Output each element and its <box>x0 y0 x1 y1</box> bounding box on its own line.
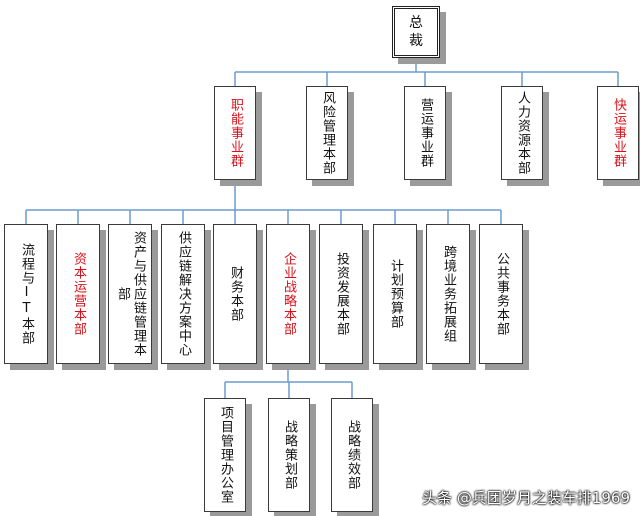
ceo-box: 总 裁 <box>392 6 440 58</box>
org-node-label: 供应链解决方案中心 <box>176 231 191 357</box>
org-node-l2-1: 资本运营本部 <box>56 224 100 364</box>
org-node-label: 战略绩效部 <box>345 420 360 490</box>
org-node-label: 资本运营本部 <box>71 252 86 336</box>
org-node-l1-2: 营运事业群 <box>404 86 446 180</box>
org-node-l2-5: 企业战略本部 <box>266 224 310 364</box>
org-node-label: 营运事业群 <box>418 98 433 168</box>
org-node-label: 跨境业务拓展组 <box>441 245 456 343</box>
org-node-label: 公共事务本部 <box>494 252 509 336</box>
org-node-label: 计划预算部 <box>388 259 403 329</box>
watermark-text: 头条 @兵团岁月之装车排1969 <box>422 489 630 507</box>
org-node-l2-8: 跨境业务拓展组 <box>426 224 470 364</box>
org-node-label: 财务本部 <box>228 266 243 322</box>
org-node-label: 项目管理办公室 <box>218 406 233 504</box>
org-node-l2-4: 财务本部 <box>213 224 257 364</box>
org-node-l1-3: 人力资源本部 <box>501 86 543 180</box>
org-node-l2-3: 供应链解决方案中心 <box>161 224 205 364</box>
org-node-l1-1: 风险管理本部 <box>306 86 348 180</box>
org-node-label: 流程与IT本部 <box>19 243 34 345</box>
org-node-label: 风险管理本部 <box>320 91 335 175</box>
org-node-l3-0: 项目管理办公室 <box>204 398 246 512</box>
org-node-l2-2: 资产与供应链管理本部 <box>108 224 152 364</box>
org-node-l1-4: 快运事业群 <box>597 86 639 180</box>
org-node-l2-6: 投资发展本部 <box>319 224 363 364</box>
ceo-label: 总 裁 <box>409 15 423 49</box>
org-node-label: 职能事业群 <box>228 98 243 168</box>
org-node-l1-0: 职能事业群 <box>214 86 256 180</box>
org-node-l3-1: 战略策划部 <box>268 398 310 512</box>
org-node-label: 资产与供应链管理本部 <box>115 231 146 357</box>
org-node-label: 企业战略本部 <box>281 252 296 336</box>
org-node-l3-2: 战略绩效部 <box>331 398 373 512</box>
org-node-label: 战略策划部 <box>282 420 297 490</box>
org-node-label: 人力资源本部 <box>515 91 530 175</box>
org-node-l2-0: 流程与IT本部 <box>4 224 48 364</box>
org-node-l2-9: 公共事务本部 <box>479 224 523 364</box>
org-node-l2-7: 计划预算部 <box>373 224 417 364</box>
org-node-label: 快运事业群 <box>611 98 626 168</box>
org-node-label: 投资发展本部 <box>334 252 349 336</box>
